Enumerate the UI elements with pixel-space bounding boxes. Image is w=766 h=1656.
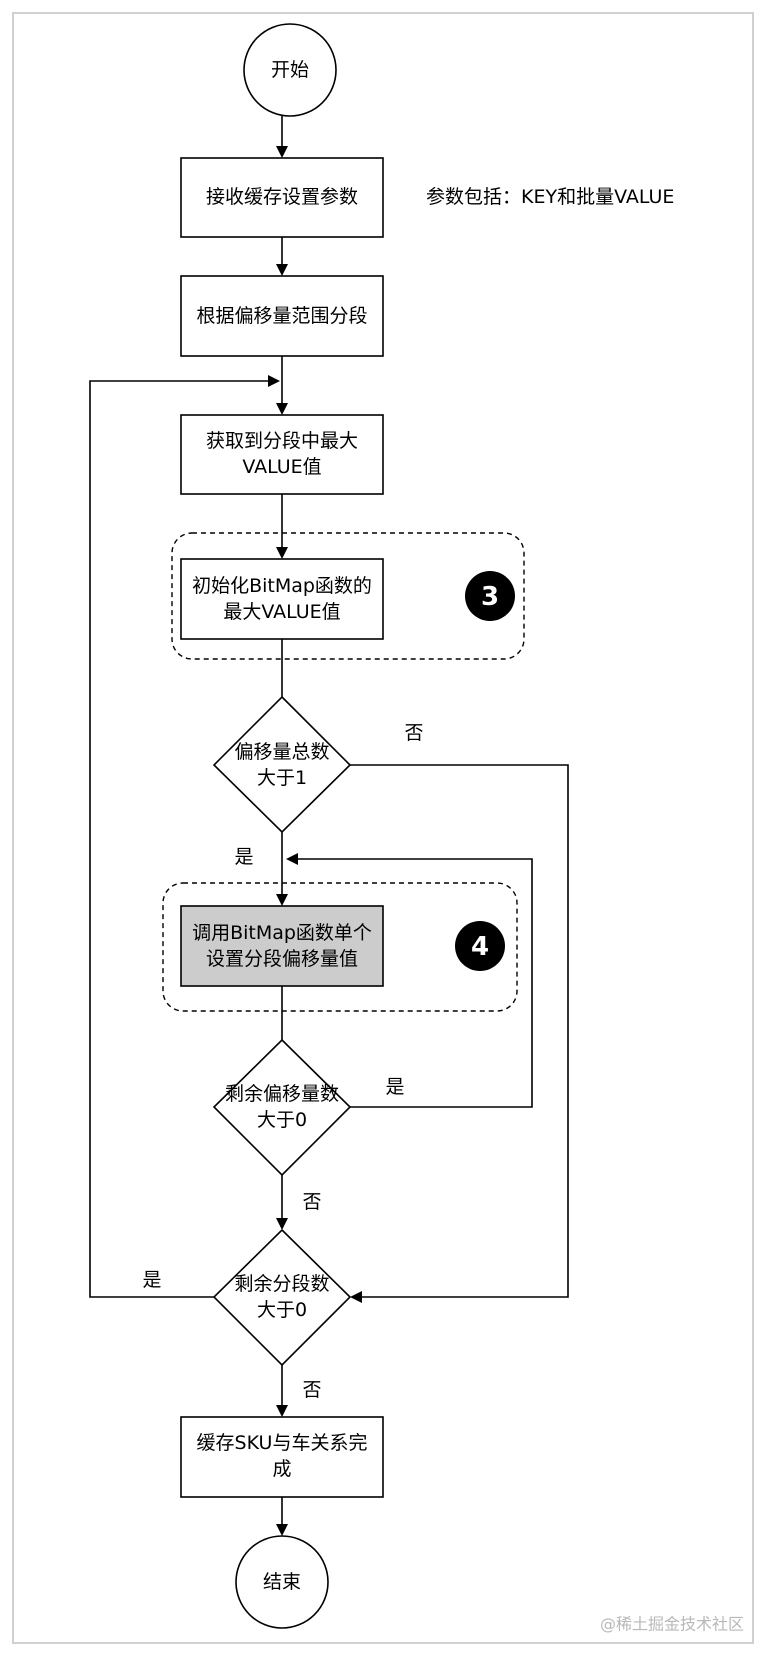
- cache-done-label-1: 缓存SKU与车关系完: [197, 1432, 368, 1454]
- arrowhead: [276, 146, 288, 158]
- arrowhead: [276, 894, 288, 906]
- arrowhead: [286, 853, 298, 865]
- get-max-value-label-2: VALUE值: [242, 456, 321, 478]
- init-bitmap-node: [180, 558, 384, 640]
- step4-badge-label: 4: [471, 932, 489, 962]
- remaining-offset-label-2: 大于0: [257, 1109, 307, 1131]
- step4-badge: [455, 921, 505, 971]
- get-max-value-label-1: 获取到分段中最大: [206, 430, 358, 452]
- end-node: [235, 1535, 329, 1629]
- step3-group: [171, 532, 525, 660]
- get-max-value-node: [180, 414, 384, 495]
- step4-group: [162, 882, 518, 1012]
- arrowhead: [276, 1218, 288, 1230]
- remaining-segments-no-label: 否: [302, 1379, 321, 1401]
- remaining-segments-decision: [212, 1228, 352, 1367]
- offset-total-no-label: 否: [404, 722, 423, 744]
- init-bitmap-label-2: 最大VALUE值: [223, 601, 340, 623]
- arrowhead: [276, 1405, 288, 1417]
- offset-total-label-2: 大于1: [257, 767, 307, 789]
- start-label: 开始: [271, 59, 309, 81]
- set-offset-label-1: 调用BitMap函数单个: [192, 922, 372, 944]
- remaining-segments-label-1: 剩余分段数: [234, 1273, 329, 1295]
- edge-offsettotal-no: [350, 764, 569, 1298]
- arrowhead: [276, 264, 288, 276]
- watermark: @稀土掘金技术社区: [600, 1615, 744, 1634]
- remaining-offset-decision: [212, 1038, 352, 1177]
- arrowhead: [276, 1524, 288, 1536]
- start-node: [243, 23, 337, 117]
- params-note: 参数包括：KEY和批量VALUE: [426, 186, 674, 208]
- init-bitmap-label-1: 初始化BitMap函数的: [192, 575, 372, 597]
- step3-badge: [465, 571, 515, 621]
- remaining-segments-label-2: 大于0: [257, 1299, 307, 1321]
- diagram-frame: [12, 12, 754, 1644]
- cache-done-label-2: 成: [272, 1458, 291, 1480]
- receive-params-label: 接收缓存设置参数: [206, 186, 358, 208]
- segment-by-range-node: [180, 275, 384, 357]
- arrowhead: [276, 403, 288, 415]
- offset-total-yes-label: 是: [234, 846, 253, 868]
- receive-params-node: [180, 157, 384, 238]
- arrowhead: [350, 1291, 362, 1303]
- end-label: 结束: [263, 1571, 301, 1593]
- offset-total-decision: [212, 695, 352, 834]
- edge-remainingsegments-yes: [89, 380, 270, 1298]
- cache-done-node: [180, 1416, 384, 1498]
- edges: [89, 112, 569, 1536]
- remaining-offset-yes-label: 是: [385, 1076, 404, 1098]
- remaining-offset-no-label: 否: [302, 1191, 321, 1213]
- step3-badge-label: 3: [481, 582, 499, 612]
- remaining-offset-label-1: 剩余偏移量数: [225, 1083, 339, 1105]
- set-offset-label-2: 设置分段偏移量值: [206, 948, 358, 970]
- segment-by-range-label: 根据偏移量范围分段: [196, 305, 367, 327]
- edge-remainingoffset-yes: [296, 858, 533, 1108]
- arrowhead: [268, 375, 280, 387]
- remaining-segments-yes-label: 是: [142, 1269, 161, 1291]
- arrowhead: [276, 547, 288, 559]
- offset-total-label-1: 偏移量总数: [234, 741, 329, 763]
- set-offset-node: [180, 905, 384, 987]
